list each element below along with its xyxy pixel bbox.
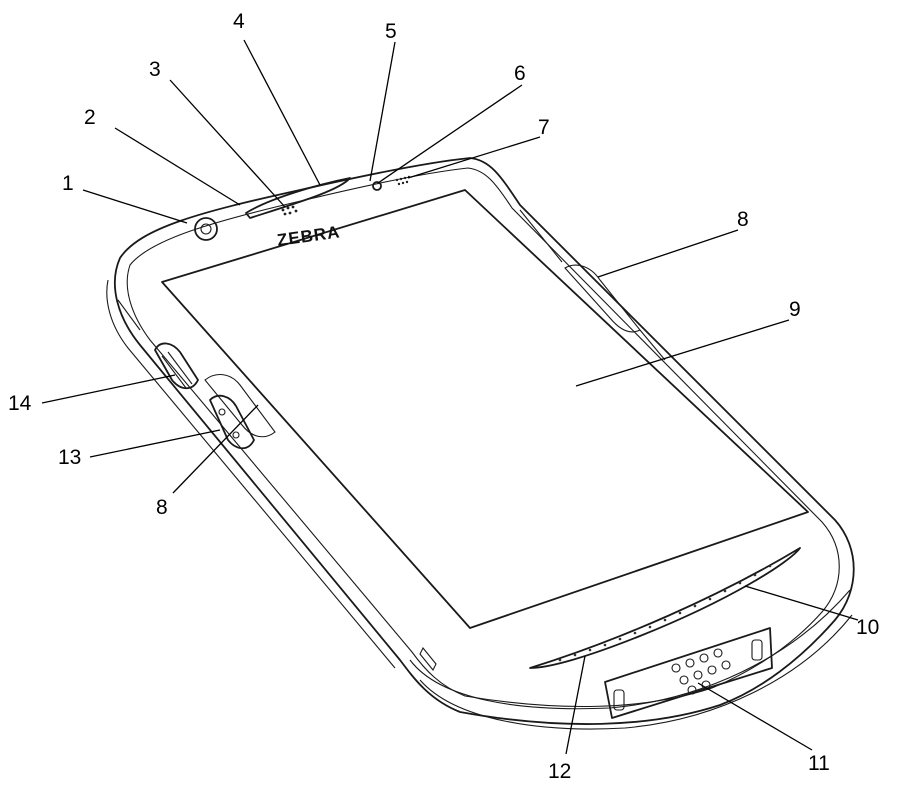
device-left-edge: [106, 279, 396, 669]
side-slot: [419, 646, 437, 672]
ptt-button: [209, 394, 255, 450]
device-body: [106, 157, 855, 730]
callout-14: 14: [8, 392, 32, 415]
left-side-controls: [154, 342, 276, 450]
callout-7: 7: [538, 116, 550, 139]
device-bezel: [126, 167, 840, 708]
leader-lines: [41, 39, 859, 755]
callout-9: 9: [789, 298, 801, 321]
callout-10: 10: [856, 616, 879, 639]
callout-numbers: 1 2 3 4 5 6 7 8 9 10 11 12 13 14 8: [8, 10, 879, 783]
callout-5: 5: [385, 20, 397, 43]
touch-screen: [161, 189, 809, 629]
receiver-slot: [245, 177, 351, 219]
callout-2: 2: [84, 106, 96, 129]
light-sensor-icon: [372, 181, 382, 191]
proximity-sensor-icon: [395, 175, 411, 186]
callout-11: 11: [808, 752, 830, 775]
speaker-grille: [529, 547, 801, 669]
callout-8-left: 8: [156, 496, 168, 519]
top-features: ZEBRA: [194, 175, 411, 250]
brand-label: ZEBRA: [276, 222, 342, 250]
callout-13: 13: [58, 446, 81, 469]
front-camera-icon: [194, 217, 218, 241]
bottom-features: [419, 547, 801, 719]
speaker-holes-icon: [558, 564, 772, 662]
callout-4: 4: [233, 10, 245, 33]
charging-contacts-icon: [671, 648, 731, 695]
volume-button: [154, 342, 199, 390]
callout-12: 12: [548, 760, 571, 783]
callout-8-right: 8: [737, 208, 749, 231]
device-outer-shell: [113, 157, 855, 725]
scan-button-left: [204, 374, 276, 438]
interface-connector: [604, 627, 773, 719]
microphone-holes-icon: [281, 205, 298, 216]
callout-1: 1: [62, 172, 74, 195]
device-bottom-edge: [419, 614, 853, 730]
callout-3: 3: [149, 58, 161, 81]
device-lower-rim: [409, 589, 851, 710]
callout-6: 6: [514, 62, 526, 85]
